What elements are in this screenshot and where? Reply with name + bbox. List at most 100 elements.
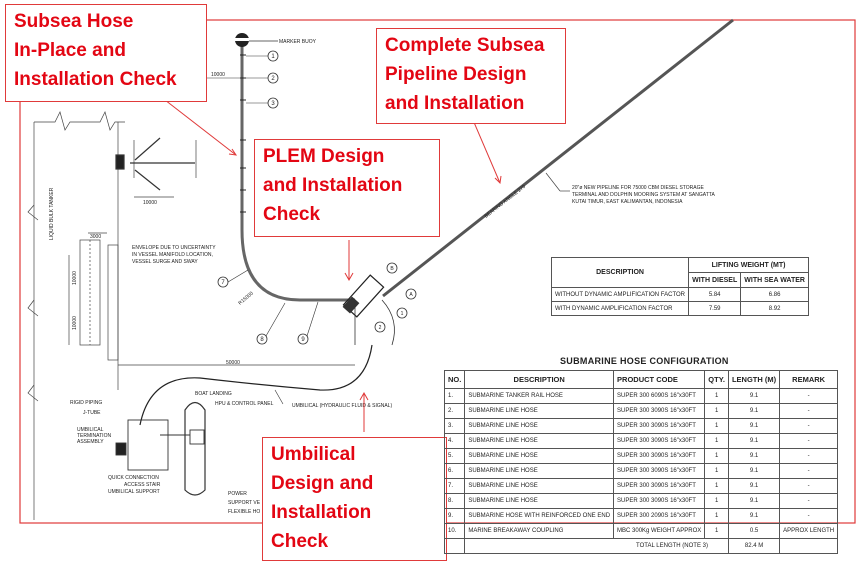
hose-cell-qty: 1 bbox=[704, 388, 729, 404]
pipeline-note-3: KUTAI TIMUR, EAST KALIMANTAN, INDONESIA bbox=[572, 199, 683, 205]
hose-cell-product-code: SUPER 300 2090S 16"x30FT bbox=[613, 508, 706, 524]
hose-cell-product-code: MBC 300Kg WEIGHT APPROX bbox=[613, 523, 706, 539]
lift-desc: WITH DYNAMIC AMPLIFICATION FACTOR bbox=[550, 301, 690, 316]
j-tube-label: J-TUBE bbox=[83, 410, 101, 416]
total-label: TOTAL LENGTH (NOTE 3) bbox=[464, 538, 729, 554]
callout-line: Design and bbox=[271, 473, 374, 494]
balloon-9 bbox=[297, 333, 309, 345]
callout-line: Complete Subsea bbox=[385, 35, 545, 56]
pipeline-note-1: 20"ø NEW PIPELINE FOR 75000 CBM DIESEL S… bbox=[572, 185, 704, 191]
subsea-hose-string bbox=[240, 40, 355, 302]
callout-umbilical: Umbilical Design and Installation Check bbox=[262, 437, 447, 561]
callout-line: Umbilical bbox=[271, 444, 356, 465]
tanker-outline bbox=[34, 111, 125, 131]
lifting-weight-table: DESCRIPTION LIFTING WEIGHT (MT) WITH DIE… bbox=[550, 257, 809, 316]
hose-cell-length: 9.1 bbox=[727, 508, 781, 524]
hose-cell-no: 6. bbox=[443, 463, 466, 479]
hose-cell-remark: - bbox=[779, 418, 839, 434]
callout-line: and Installation bbox=[263, 175, 403, 196]
callout-line: Pipeline Design bbox=[385, 64, 527, 85]
hose-cell-qty: 1 bbox=[704, 433, 729, 449]
lift-header-description: DESCRIPTION bbox=[550, 257, 690, 288]
new-pipeline bbox=[382, 18, 734, 298]
hose-table-title: SUBMARINE HOSE CONFIGURATION bbox=[560, 356, 729, 366]
pipeline-leader bbox=[545, 172, 561, 192]
hose-cell-length: 9.1 bbox=[727, 493, 781, 509]
tanker-label: LIQUID BULK TANKER bbox=[49, 187, 55, 240]
balloon-2-label: 2 bbox=[271, 76, 275, 82]
plem-balloon-b bbox=[386, 262, 398, 274]
hose-cell-remark: APPROX LENGTH bbox=[779, 523, 839, 539]
plem-icon bbox=[342, 274, 385, 345]
hose-cell-remark: - bbox=[779, 403, 839, 419]
hose-header-product-code: PRODUCT CODE bbox=[613, 370, 706, 389]
support-vessel-label: SUPPORT VE bbox=[228, 500, 261, 506]
hose-cell-qty: 1 bbox=[704, 418, 729, 434]
plem-balloon-1 bbox=[396, 307, 408, 319]
pipeline-note-2: TERMINAL AND DOLPHIN MOORING SYSTEM AT S… bbox=[572, 192, 715, 198]
hose-cell-remark: - bbox=[779, 493, 839, 509]
bearing-label: BEARING ANGLE 270 bbox=[484, 184, 528, 220]
callout-line: Check bbox=[271, 531, 329, 552]
total-value: 82.4 M bbox=[727, 538, 781, 554]
hose-total-row: TOTAL LENGTH (NOTE 3) 82.4 M bbox=[443, 538, 839, 554]
dim-10000-v1: 10000 bbox=[72, 271, 78, 285]
callout-line: Installation Check bbox=[14, 69, 177, 90]
hose-cell-description: SUBMARINE LINE HOSE bbox=[464, 493, 615, 509]
hose-cell-description: SUBMARINE LINE HOSE bbox=[464, 433, 615, 449]
hose-cell-remark: - bbox=[779, 508, 839, 524]
hose-cell-description: SUBMARINE HOSE WITH REINFORCED ONE END bbox=[464, 508, 615, 524]
balloon-8-label: 8 bbox=[260, 337, 264, 343]
hose-cell-no: 3. bbox=[443, 418, 466, 434]
arrow-subsea-hose bbox=[164, 99, 237, 156]
hose-header-length: LENGTH (M) bbox=[727, 370, 781, 389]
plem-balloon-a bbox=[405, 288, 417, 300]
hose-cell-remark: - bbox=[779, 448, 839, 464]
marker-buoy-label: MARKER BUOY bbox=[279, 39, 317, 45]
hose-cell-qty: 1 bbox=[704, 403, 729, 419]
callout-line: Installation bbox=[271, 502, 372, 523]
hose-cell-product-code: SUPER 300 3090S 16"x30FT bbox=[613, 403, 706, 419]
hose-cell-qty: 1 bbox=[704, 493, 729, 509]
lift-header-group: LIFTING WEIGHT (MT) bbox=[688, 257, 809, 273]
envelope-note-2: IN VESSEL MANIFOLD LOCATION, bbox=[132, 252, 213, 258]
hose-cell-no: 8. bbox=[443, 493, 466, 509]
balloon-1-label: 1 bbox=[271, 54, 275, 60]
hose-cell-qty: 1 bbox=[704, 523, 729, 539]
hose-row: 9.SUBMARINE HOSE WITH REINFORCED ONE END… bbox=[443, 508, 839, 524]
lift-header-diesel: WITH DIESEL bbox=[688, 272, 742, 288]
umbilical-line bbox=[139, 344, 373, 426]
balloon-9-label: 9 bbox=[301, 337, 305, 343]
hose-cell-no: 1. bbox=[443, 388, 466, 404]
hose-cell-description: SUBMARINE LINE HOSE bbox=[464, 463, 615, 479]
umbilical-termination-1: UMBILICAL bbox=[77, 427, 104, 433]
callout-subsea-hose: Subsea Hose In-Place and Installation Ch… bbox=[5, 4, 207, 102]
hose-cell-qty: 1 bbox=[704, 478, 729, 494]
hose-configuration-table: NO. DESCRIPTION PRODUCT CODE QTY. LENGTH… bbox=[443, 370, 839, 554]
lift-header-seawater: WITH SEA WATER bbox=[740, 272, 809, 288]
hose-cell-description: SUBMARINE TANKER RAIL HOSE bbox=[464, 388, 615, 404]
hose-cell-product-code: SUPER 300 3090S 16"x30FT bbox=[613, 448, 706, 464]
callout-pipeline: Complete Subsea Pipeline Design and Inst… bbox=[376, 28, 566, 124]
hose-cell-remark: - bbox=[779, 433, 839, 449]
hose-header-qty: QTY. bbox=[704, 370, 729, 389]
dim-10000-top: 10000 bbox=[211, 72, 225, 78]
flexible-hose-label: FLEXIBLE HO bbox=[228, 509, 260, 515]
lift-diesel: 5.84 bbox=[688, 287, 742, 302]
hose-cell-no: 4. bbox=[443, 433, 466, 449]
lift-seawater: 8.92 bbox=[740, 301, 809, 316]
hose-cell-no: 10. bbox=[443, 523, 466, 539]
hpu-panel-label: HPU & CONTROL PANEL bbox=[215, 401, 274, 407]
boat-landing-label: BOAT LANDING bbox=[195, 391, 232, 397]
hose-cell-description: SUBMARINE LINE HOSE bbox=[464, 418, 615, 434]
envelope-note-1: ENVELOPE DUE TO UNCERTAINTY bbox=[132, 245, 216, 251]
hose-cell-length: 0.5 bbox=[727, 523, 781, 539]
